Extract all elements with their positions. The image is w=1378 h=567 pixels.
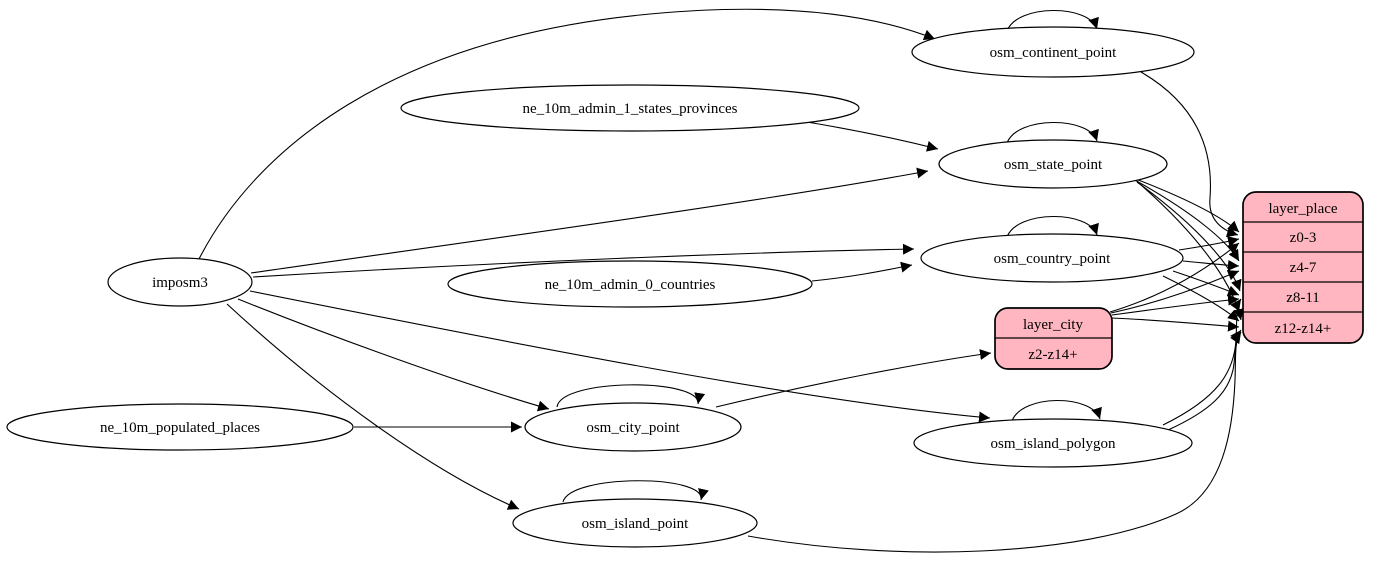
layer-place-row-z4-7: z4-7 [1290, 260, 1317, 276]
edge-osm-island-polygon-layer-place-z8-11 [1162, 298, 1242, 426]
node-osm-state-point-shape [938, 139, 1168, 189]
node-osm-continent-point: osm_continent_point [911, 26, 1195, 78]
node-osm-island-polygon-label: osm_island_polygon [990, 436, 1116, 452]
edge-osm-state-point-layer-place-z0-3 [1127, 175, 1240, 233]
node-ne-10m-populated-places: ne_10m_populated_places [6, 403, 354, 451]
node-osm-state-point-label: osm_state_point [1004, 157, 1103, 173]
node-ne-10m-admin-1-states-provinces: ne_10m_admin_1_states_provinces [400, 84, 860, 132]
node-layer-city: layer_city z2-z14+ [994, 307, 1113, 370]
node-osm-country-point-shape [920, 233, 1184, 283]
edge-selfloop-osm-island-point [562, 480, 709, 503]
node-ne-10m-admin-0-countries-shape [447, 260, 813, 308]
edge-selfloop-osm-country-point [1006, 215, 1099, 238]
node-osm-continent-point-label: osm_continent_point [990, 45, 1117, 61]
edge-layer-city-layer-place-z12-z14 [1111, 317, 1240, 332]
node-osm-island-point-shape [512, 498, 758, 548]
edge-osm-country-point-layer-place-z0-3 [1178, 236, 1240, 251]
edge-layer-city-layer-place-z0-3 [1109, 242, 1240, 313]
node-ne-10m-admin-0-countries: ne_10m_admin_0_countries [447, 260, 813, 308]
node-imposm3-shape [107, 257, 253, 307]
node-osm-island-point-label: osm_island_point [582, 516, 690, 532]
node-osm-country-point: osm_country_point [920, 233, 1184, 283]
node-layer-place-box [1242, 191, 1364, 344]
edge-osm-country-point-layer-place-z4-7 [1182, 259, 1240, 271]
node-ne-10m-populated-places-shape [6, 403, 354, 451]
node-osm-country-point-label: osm_country_point [994, 251, 1111, 267]
node-ne-10m-populated-places-label: ne_10m_populated_places [100, 420, 260, 436]
edge-imposm3-osm-state-point [250, 167, 929, 274]
node-osm-state-point: osm_state_point [938, 139, 1168, 189]
edge-selfloop-osm-state-point [1006, 121, 1099, 144]
node-osm-city-point-label: osm_city_point [586, 420, 680, 436]
edge-osm-island-point-layer-place-z12-z14 [747, 331, 1242, 553]
edge-ne-10m-admin-1-osm-state-point [800, 120, 939, 152]
layer-place-row-z8-11: z8-11 [1286, 290, 1320, 306]
edge-osm-state-point-layer-place-z8-11 [1136, 181, 1242, 292]
node-osm-island-polygon: osm_island_polygon [913, 418, 1193, 468]
node-ne-10m-admin-0-countries-label: ne_10m_admin_0_countries [545, 277, 716, 293]
edge-selfloop-osm-city-point [556, 384, 706, 408]
layer-city-row-z2-z14: z2-z14+ [1028, 347, 1077, 363]
node-osm-island-polygon-shape [913, 418, 1193, 468]
node-osm-continent-point-shape [911, 26, 1195, 78]
layer-city-title: layer_city [1023, 317, 1083, 333]
edge-osm-continent-point-layer-place-z0-3 [1140, 71, 1239, 238]
edge-osm-city-point-layer-city-z2-z14 [715, 349, 992, 408]
node-osm-island-point: osm_island_point [512, 498, 758, 548]
edge-imposm3-osm-island-polygon [249, 290, 991, 423]
edge-osm-island-polygon-layer-place-z12-z14 [1167, 329, 1242, 431]
layer-place-row-z12-z14: z12-z14+ [1275, 321, 1332, 337]
edge-ne-10m-admin-0-osm-country-point [811, 261, 913, 282]
edge-selfloop-osm-island-polygon [1011, 399, 1102, 422]
layer-place-title: layer_place [1268, 201, 1337, 217]
edges [198, 8, 1245, 553]
edge-imposm3-osm-island-point [226, 303, 520, 510]
edge-imposm3-osm-continent-point [198, 8, 936, 260]
edge-layer-city-layer-place-z8-11 [1111, 294, 1240, 316]
edge-layer-city-layer-place-z4-7 [1110, 270, 1240, 314]
node-imposm3: imposm3 [107, 257, 253, 307]
layer-place-row-z0-3: z0-3 [1290, 230, 1317, 246]
edge-selfloop-osm-continent-point [1006, 9, 1099, 32]
node-ne-10m-admin-1-states-provinces-label: ne_10m_admin_1_states_provinces [523, 101, 738, 117]
node-osm-city-point-shape [524, 402, 742, 452]
edge-osm-country-point-layer-place-z8-11 [1172, 270, 1240, 297]
edge-imposm3-osm-country-point [252, 243, 915, 278]
node-ne-10m-admin-1-states-provinces-shape [400, 84, 860, 132]
node-imposm3-label: imposm3 [152, 275, 208, 291]
node-osm-city-point: osm_city_point [524, 402, 742, 452]
node-layer-place: layer_place z0-3 z4-7 z8-11 z12-z14+ [1242, 191, 1364, 344]
edge-osm-country-point-layer-place-z12-z14 [1162, 275, 1240, 322]
edge-imposm3-osm-city-point [237, 298, 550, 412]
